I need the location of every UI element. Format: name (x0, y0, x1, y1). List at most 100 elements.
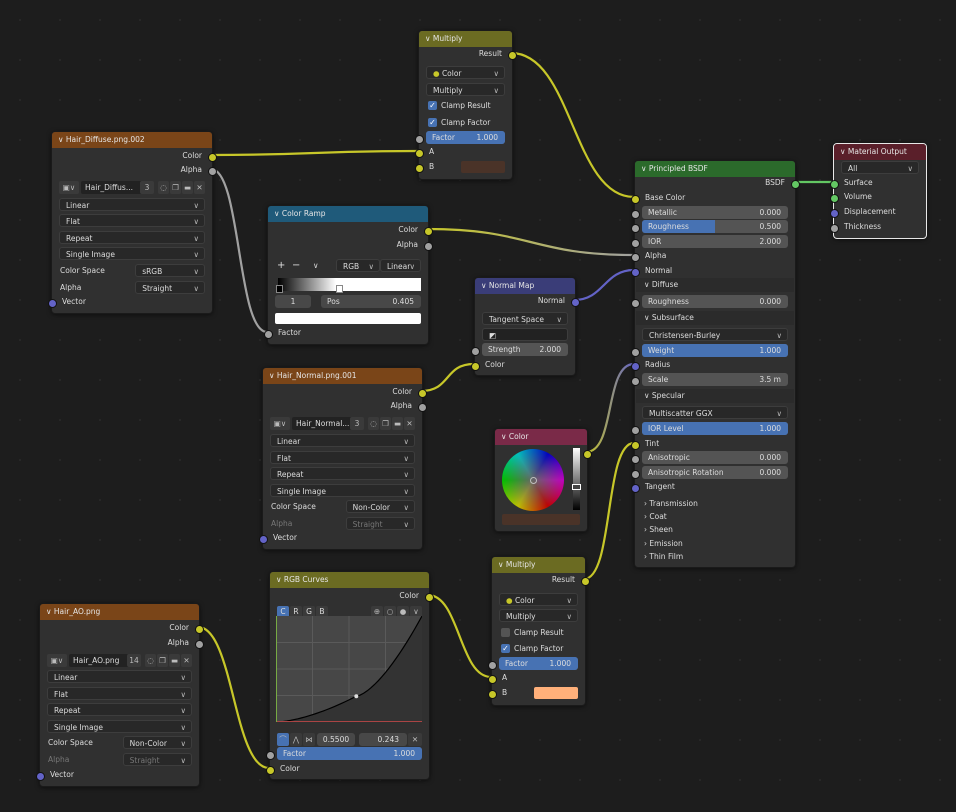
color-socket[interactable] (630, 440, 640, 450)
node-header[interactable]: ∨ Hair_Normal.png.001 (263, 368, 422, 384)
color-socket[interactable] (194, 624, 204, 634)
node-header[interactable]: ∨ Multiply (492, 557, 585, 573)
color-socket[interactable] (207, 152, 217, 162)
image-icon[interactable]: ▣∨ (270, 417, 290, 430)
vector-socket[interactable] (630, 483, 640, 493)
dropdown[interactable]: Straight∨ (135, 281, 205, 294)
unlink-icon[interactable]: ✕ (404, 417, 415, 430)
collapse-chevron-icon[interactable]: ∨ (269, 371, 277, 380)
ramp-stop-handle-active[interactable] (335, 285, 343, 293)
color-socket[interactable] (487, 689, 497, 699)
node-link[interactable] (420, 362, 475, 393)
dropdown[interactable]: Multiply∨ (426, 83, 505, 96)
node-link[interactable] (510, 51, 635, 199)
color-mode-dropdown[interactable]: RGB∨ (336, 259, 380, 272)
color-socket[interactable] (507, 50, 517, 60)
panel-subsurface[interactable]: ∨ Subsurface (636, 311, 794, 325)
dropdown[interactable]: Linear∨ (59, 198, 205, 211)
dropdown[interactable]: Tangent Space∨ (482, 312, 568, 325)
free-handle-icon[interactable]: ⋈ (303, 733, 315, 746)
node-header[interactable]: ∨ RGB Curves (270, 572, 429, 588)
node-header[interactable]: ∨ Hair_AO.png (40, 604, 199, 620)
collapse-chevron-icon[interactable]: ∨ (58, 135, 66, 144)
dropdown[interactable]: Non-Color∨ (345, 500, 415, 513)
dropdown[interactable]: Single Image∨ (270, 484, 415, 497)
vector-socket[interactable] (829, 208, 839, 218)
color-socket[interactable] (580, 576, 590, 586)
image-name-field[interactable]: Hair_Normal... (292, 417, 355, 430)
channel-tab-g[interactable]: G (303, 606, 315, 618)
fake-user-icon[interactable]: ◌ (368, 417, 379, 430)
dropdown[interactable]: Repeat∨ (270, 467, 415, 480)
float-socket[interactable] (423, 241, 433, 251)
dropdown[interactable]: Linear∨ (270, 434, 415, 447)
float-socket[interactable] (630, 469, 640, 479)
color-swatch[interactable] (275, 313, 421, 324)
shader-socket[interactable] (829, 193, 839, 203)
dropdown[interactable]: Single Image∨ (47, 720, 192, 733)
dropdown[interactable]: Single Image∨ (59, 247, 205, 260)
channel-tab-b[interactable]: B (316, 606, 328, 618)
image-icon[interactable]: ▣∨ (59, 181, 79, 194)
fake-user-icon[interactable]: ◌ (145, 654, 156, 667)
vector-socket[interactable] (258, 534, 268, 544)
node-link[interactable] (583, 441, 635, 581)
color-swatch[interactable] (502, 514, 580, 525)
node-header[interactable]: ∨ Color Ramp (268, 206, 428, 222)
dropdown[interactable]: Flat∨ (270, 451, 415, 464)
delete-point-icon[interactable]: ✕ (408, 733, 422, 746)
collapse-chevron-icon[interactable]: ∨ (641, 164, 649, 173)
collapse-chevron-icon[interactable]: ∨ (425, 34, 433, 43)
dropdown[interactable]: Flat∨ (47, 687, 192, 700)
color-socket[interactable] (414, 148, 424, 158)
dropdown[interactable]: sRGB∨ (135, 264, 205, 277)
curve-point[interactable] (354, 694, 359, 699)
float-socket[interactable] (630, 298, 640, 308)
panel-diffuse[interactable]: ∨ Diffuse (636, 278, 794, 292)
ramp-menu-chevron-icon[interactable]: ∨ (313, 261, 319, 270)
color-wheel[interactable] (502, 449, 564, 511)
collapse-chevron-icon[interactable]: ∨ (481, 281, 489, 290)
dropdown[interactable]: Flat∨ (59, 214, 205, 227)
value-slider-handle[interactable] (572, 484, 581, 490)
dropdown[interactable]: Multiply∨ (499, 609, 578, 622)
color-swatch[interactable] (534, 687, 578, 699)
fake-user-icon[interactable]: ◌ (158, 181, 169, 194)
node-link[interactable] (426, 227, 635, 257)
node-header[interactable]: ∨ Material Output (834, 144, 926, 160)
float-socket[interactable] (630, 425, 640, 435)
dropdown[interactable]: Repeat∨ (47, 703, 192, 716)
node-header[interactable]: ∨ Multiply (419, 31, 512, 47)
node-color[interactable]: ∨ Color (494, 428, 592, 532)
float-socket[interactable] (263, 329, 273, 339)
collapse-chevron-icon[interactable]: ∨ (276, 575, 284, 584)
float-socket[interactable] (414, 134, 424, 144)
dropdown[interactable]: Multiscatter GGX∨ (642, 406, 788, 419)
dropdown[interactable]: ● Color∨ (426, 66, 505, 79)
stop-index-field[interactable]: 1 (275, 295, 311, 308)
float-socket[interactable] (630, 238, 640, 248)
panel-specular[interactable]: ∨ Specular (636, 389, 794, 403)
color-socket[interactable] (417, 388, 427, 398)
unlink-icon[interactable]: ✕ (181, 654, 192, 667)
open-folder-icon[interactable]: ▬ (169, 654, 180, 667)
panel-emission[interactable]: › Emission (636, 537, 794, 551)
vector-handle-icon[interactable]: ⋀ (290, 733, 302, 746)
clip-icon[interactable]: ● (397, 606, 409, 618)
vector-socket[interactable] (570, 297, 580, 307)
node-header[interactable]: ∨ Hair_Diffuse.png.002 (52, 132, 212, 148)
color-ramp-gradient[interactable] (276, 278, 421, 293)
checkbox[interactable]: ✓ (428, 101, 437, 110)
